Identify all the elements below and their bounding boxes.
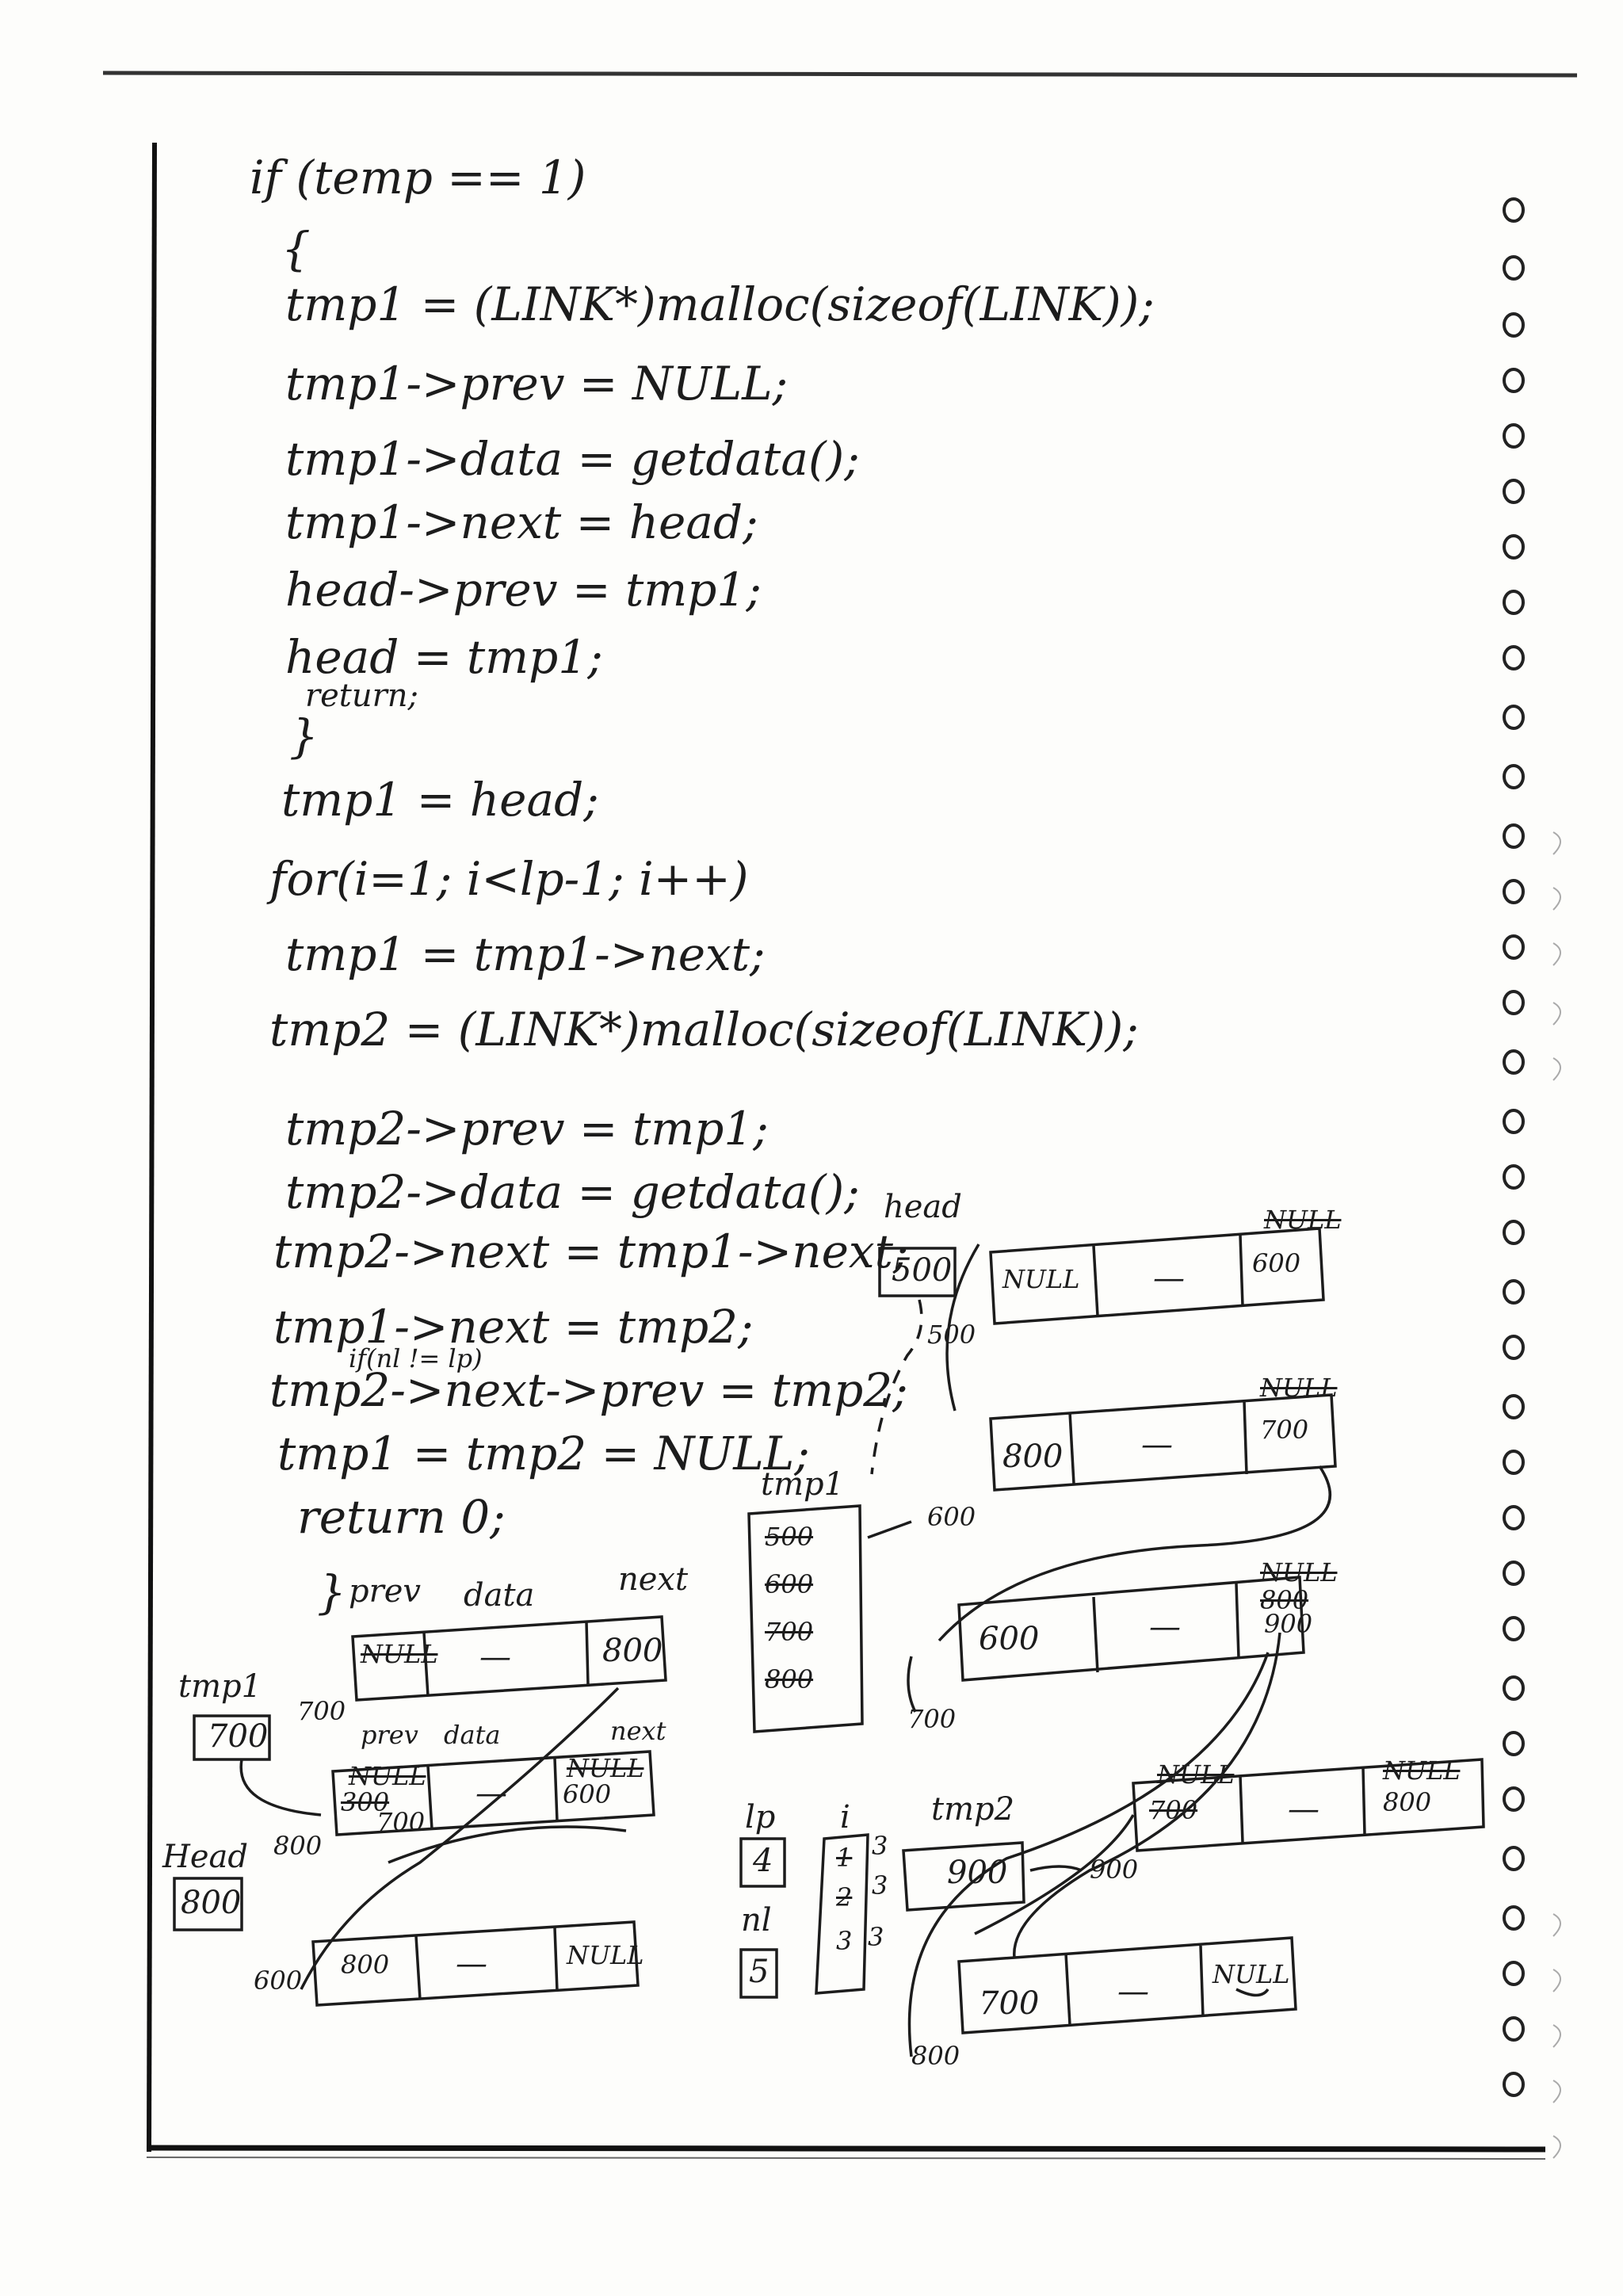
left-node3-addr: 600 [254,1966,303,1996]
tmp1-value: 700 [208,1718,269,1755]
r-node-e-next: NULL [1212,1959,1290,1989]
code-line-11: tmp1 = head; [281,773,599,827]
r-node-c-next: NULL [1260,1557,1338,1587]
col-label-prev: prev [349,1573,421,1610]
r-tmp1-label: tmp1 [761,1466,845,1503]
code-line-1: if (temp == 1) [250,151,586,204]
r-head-value: 500 [892,1252,953,1289]
left-node2-col-next: next [610,1716,666,1746]
lp-label: lp [745,1799,776,1836]
r-node-e-prev: 700 [979,1985,1040,2022]
i-val-1: 1 [836,1843,853,1873]
code-line-9: return; [305,678,418,714]
r-node-d-next-b: 800 [1383,1787,1432,1817]
r-node-d-prev: NULL [1157,1759,1235,1790]
left-node2-next-b: 600 [563,1779,612,1809]
r-node-a-prev: NULL [1002,1264,1080,1294]
code-line-20: tmp2->next->prev = tmp2; [269,1363,908,1417]
tmp2-arrow: 900 [1090,1855,1139,1885]
r-head-arrow: 500 [927,1320,976,1350]
head-label: Head [162,1839,249,1875]
r-node-e-addr: 800 [911,2041,960,2071]
lp-value: 4 [753,1843,773,1879]
i-side-1: 3 [872,1831,888,1861]
code-line-8: head = tmp1; [285,630,603,684]
head-arrow: 800 [273,1831,323,1861]
nl-value: 5 [749,1954,769,1990]
left-node1-next: 800 [602,1633,663,1669]
r-node-b-prev: 800 [1002,1438,1064,1475]
col-label-next: next [618,1561,689,1598]
code-line-18: tmp1->next = tmp2; [273,1300,754,1354]
code-line-3: tmp1 = (LINK*)malloc(sizeof(LINK)); [285,277,1155,331]
r-node-b-next-b: 700 [1260,1415,1309,1445]
code-line-21: tmp1 = tmp2 = NULL; [277,1427,810,1480]
i-val-2: 2 [836,1882,853,1912]
r-node-c-data: — [1149,1609,1181,1645]
r-node-b-data: — [1141,1427,1173,1463]
r-node-c-prev: 600 [979,1621,1040,1657]
tmp2-value: 900 [947,1855,1008,1891]
code-line-17: tmp2->next = tmp1->next; [273,1224,909,1278]
i-val-3: 3 [836,1926,853,1956]
left-node2-prev: NULL [349,1761,426,1791]
r-node-a-next-b: 600 [1252,1248,1301,1278]
code-line-7: head->prev = tmp1; [285,563,762,617]
left-node2-prev-b: 300 [341,1787,390,1817]
head-value: 800 [181,1885,242,1921]
i-side-2: 3 [872,1870,888,1901]
code-line-15: tmp2->prev = tmp1; [285,1102,769,1156]
code-line-16: tmp2->data = getdata(); [285,1165,860,1219]
r-node-d-prev-b: 700 [1149,1795,1198,1825]
r-tmp1-val-2: 600 [765,1569,814,1599]
code-line-2: { [281,222,311,276]
r-node-a-data: — [1153,1260,1185,1297]
i-side-3: 3 [868,1922,884,1952]
r-tmp1-val-4: 800 [765,1664,814,1694]
r-node-d-next: NULL [1383,1755,1461,1786]
code-line-12: for(i=1; i<lp-1; i++) [269,852,749,906]
r-node-c-next-c: 900 [1264,1609,1313,1639]
r-tmp1-val-1: 500 [765,1522,814,1552]
code-line-6: tmp1->next = head; [285,495,758,549]
r-node-a-next: NULL [1264,1205,1342,1235]
code-line-19: if(nl != lp) [349,1343,483,1373]
code-line-14: tmp2 = (LINK*)malloc(sizeof(LINK)); [269,1003,1139,1056]
code-line-10: } [289,709,319,763]
r-tmp1-val-3: 700 [765,1617,814,1647]
left-node2-col-prev: prev [361,1720,418,1750]
r-node-e-data: — [1117,1973,1149,2010]
left-node2-col-data: data [444,1720,501,1750]
nl-label: nl [741,1902,772,1939]
left-node2-prev-c: 700 [376,1807,426,1837]
r-node-c-next-b: 800 [1260,1585,1309,1615]
left-node2-data: — [475,1775,507,1812]
left-node1-prev: NULL [361,1639,438,1669]
tmp1-arrow: 700 [297,1696,346,1726]
left-node2-next: NULL [567,1753,644,1783]
code-line-23: } [317,1565,346,1619]
code-line-4: tmp1->prev = NULL; [285,357,789,411]
left-node1-data: — [479,1639,511,1675]
r-head-label: head [884,1189,962,1225]
i-label: i [840,1799,850,1836]
left-node3-prev: 800 [341,1950,390,1980]
code-line-22: return 0; [297,1490,506,1544]
r-node-d-data: — [1288,1791,1319,1828]
col-label-data: data [464,1577,535,1614]
code-line-13: tmp1 = tmp1->next; [285,927,766,981]
left-node3-data: — [456,1946,487,1982]
tmp2-label: tmp2 [931,1791,1015,1828]
code-line-5: tmp1->data = getdata(); [285,432,860,486]
r-node-b-arrow: 600 [927,1502,976,1532]
left-node3-next: NULL [567,1940,644,1970]
r-node-c-arrow: 700 [907,1704,957,1734]
tmp1-label: tmp1 [178,1668,262,1705]
r-node-b-next: NULL [1260,1373,1338,1403]
